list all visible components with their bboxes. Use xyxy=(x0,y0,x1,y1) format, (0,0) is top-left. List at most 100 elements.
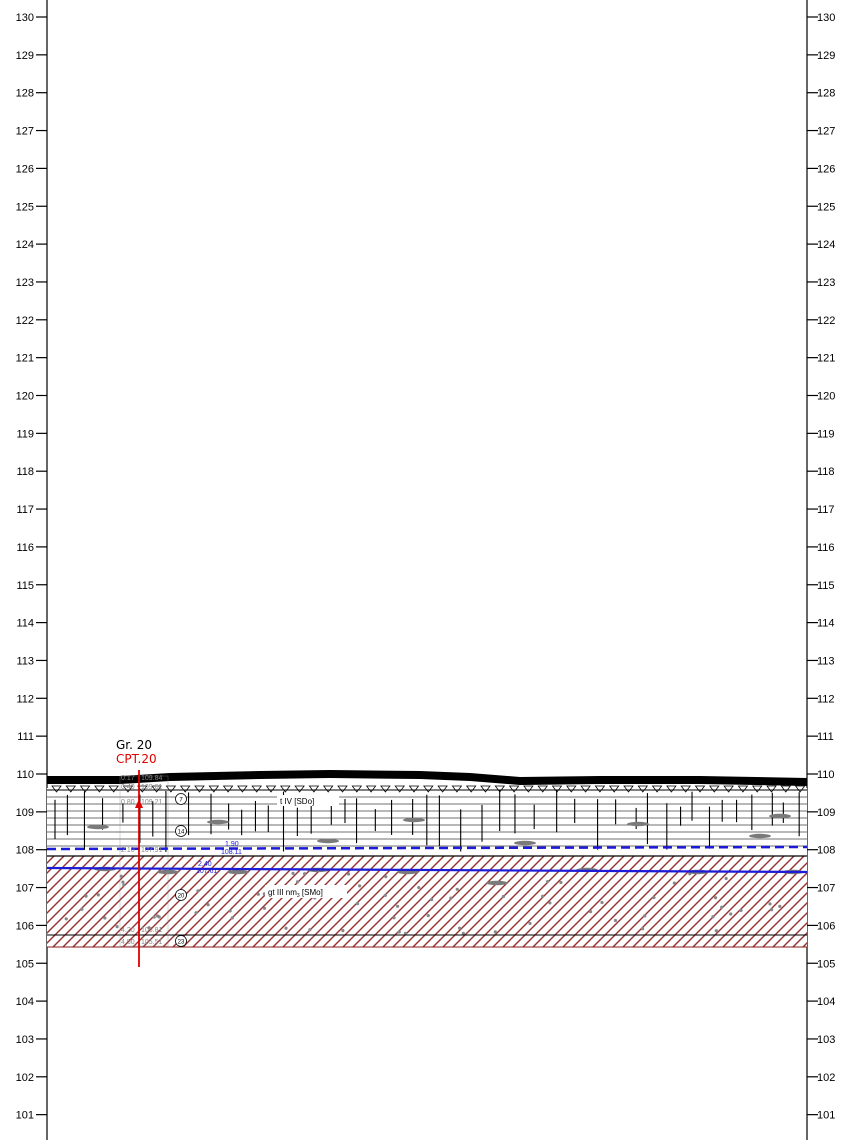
fill-triangle-icon xyxy=(565,785,577,793)
gravel-dot xyxy=(711,915,715,919)
fill-triangle-icon xyxy=(337,785,348,793)
gravel-dot xyxy=(461,931,465,935)
lens xyxy=(207,819,229,825)
right-tick-label: 111 xyxy=(817,731,834,743)
gravel-dot xyxy=(417,885,421,890)
fill-triangle-icon xyxy=(179,785,191,793)
gravel-dot xyxy=(308,928,312,932)
right-tick-label: 123 xyxy=(817,277,835,289)
gravel-dot xyxy=(358,884,362,888)
gravel-dot xyxy=(397,930,401,934)
lens xyxy=(403,817,425,823)
right-tick-label: 105 xyxy=(817,958,835,970)
left-tick-label: 108 xyxy=(16,845,34,857)
gravel-symbols xyxy=(64,871,782,936)
fill-triangle-icon xyxy=(122,785,134,793)
gravel-dot xyxy=(729,912,733,916)
sample-marker-label: 23 xyxy=(178,939,185,945)
gravel-dot xyxy=(501,894,506,899)
left-tick-label: 123 xyxy=(16,277,34,289)
elevation-value: 109.21 xyxy=(141,799,163,806)
left-tick-label: 122 xyxy=(16,315,34,327)
elevation-value: 109.61 xyxy=(141,784,163,791)
gravel-dot xyxy=(115,925,119,929)
right-tick-label: 114 xyxy=(817,618,835,630)
lens xyxy=(627,821,649,827)
right-tick-label: 101 xyxy=(817,1110,835,1122)
fill-triangle-icon xyxy=(623,785,634,793)
groundwater-solid-line xyxy=(46,866,808,874)
left-tick-label: 116 xyxy=(16,542,34,554)
right-tick-label: 118 xyxy=(817,466,835,478)
gravel-dot xyxy=(155,914,160,918)
left-tick-label: 109 xyxy=(16,807,34,819)
fill-triangle-icon xyxy=(780,785,792,793)
gravel-dot xyxy=(559,880,563,885)
gravel-dot xyxy=(392,916,396,920)
lens xyxy=(317,838,339,844)
left-tick-label: 124 xyxy=(16,239,34,251)
fill-triangle-icon xyxy=(165,785,177,793)
right-tick-label: 102 xyxy=(817,1072,835,1084)
depth-value: 4.20 xyxy=(121,927,135,934)
left-tick-label: 130 xyxy=(16,12,34,24)
gravel-dot xyxy=(714,896,718,900)
gravel-dot xyxy=(230,916,234,920)
gravel-dot xyxy=(455,887,459,891)
fill-triangle-icon xyxy=(322,785,334,793)
fill-triangle-icon xyxy=(708,785,720,793)
lens xyxy=(227,869,249,875)
gravel-dot xyxy=(739,908,743,912)
soil-profile xyxy=(47,770,807,948)
left-tick-label: 112 xyxy=(16,693,34,705)
fill-triangle-icon xyxy=(480,785,491,793)
borehole-column xyxy=(119,770,169,967)
sample-marker-icon: 14 xyxy=(175,825,187,837)
fill-triangle-icon xyxy=(766,785,777,793)
right-tick-label: 125 xyxy=(817,201,835,213)
gravel-dot xyxy=(493,930,497,934)
gravel-dot xyxy=(545,879,550,884)
layer-label-bg-2 xyxy=(265,885,347,898)
fill-triangle-icon xyxy=(237,785,248,793)
fill-triangle-icon xyxy=(465,785,477,793)
fill-triangle-icon xyxy=(208,785,220,793)
left-tick-label: 120 xyxy=(16,391,34,403)
gravel-dot xyxy=(341,929,345,933)
gravel-dot xyxy=(403,931,408,936)
gravel-dot xyxy=(600,900,604,905)
fill-triangle-icon xyxy=(794,785,806,793)
gravel-dot xyxy=(64,917,68,921)
fill-triangle-icon xyxy=(594,785,606,793)
left-tick-label: 125 xyxy=(16,201,34,213)
fill-triangle-icon xyxy=(422,785,434,793)
fill-triangle-icon xyxy=(222,785,234,793)
gravel-dot xyxy=(206,903,210,907)
cpt-name: CPT.20 xyxy=(116,752,157,766)
elevation-value: 107.91 xyxy=(141,847,163,854)
gravel-dot xyxy=(152,915,156,919)
gravel-dot xyxy=(384,875,388,879)
fill-triangle-icon xyxy=(65,785,77,793)
gravel-dot xyxy=(548,901,552,905)
gravel-dot xyxy=(196,889,200,893)
gravel-dot xyxy=(119,874,123,878)
gravel-dot xyxy=(613,918,618,923)
fill-triangle-icon xyxy=(194,785,205,793)
left-tick-label: 106 xyxy=(16,920,34,932)
right-tick-label: 106 xyxy=(817,920,835,932)
depth-value: 2.10 xyxy=(121,847,135,854)
right-tick-label: 124 xyxy=(817,239,835,251)
layer-t-iv-pattern xyxy=(47,790,807,852)
left-tick-label: 102 xyxy=(16,1072,34,1084)
right-tick-label: 130 xyxy=(817,12,835,24)
gravel-dot xyxy=(430,897,434,902)
left-tick-label: 119 xyxy=(16,428,34,440)
right-tick-label: 126 xyxy=(817,163,835,175)
depth-value: 0.80 xyxy=(121,799,135,806)
gravel-dot xyxy=(96,893,100,897)
fill-triangle-icon xyxy=(308,785,320,793)
lens xyxy=(514,840,536,846)
right-tick-label: 103 xyxy=(817,1034,835,1046)
